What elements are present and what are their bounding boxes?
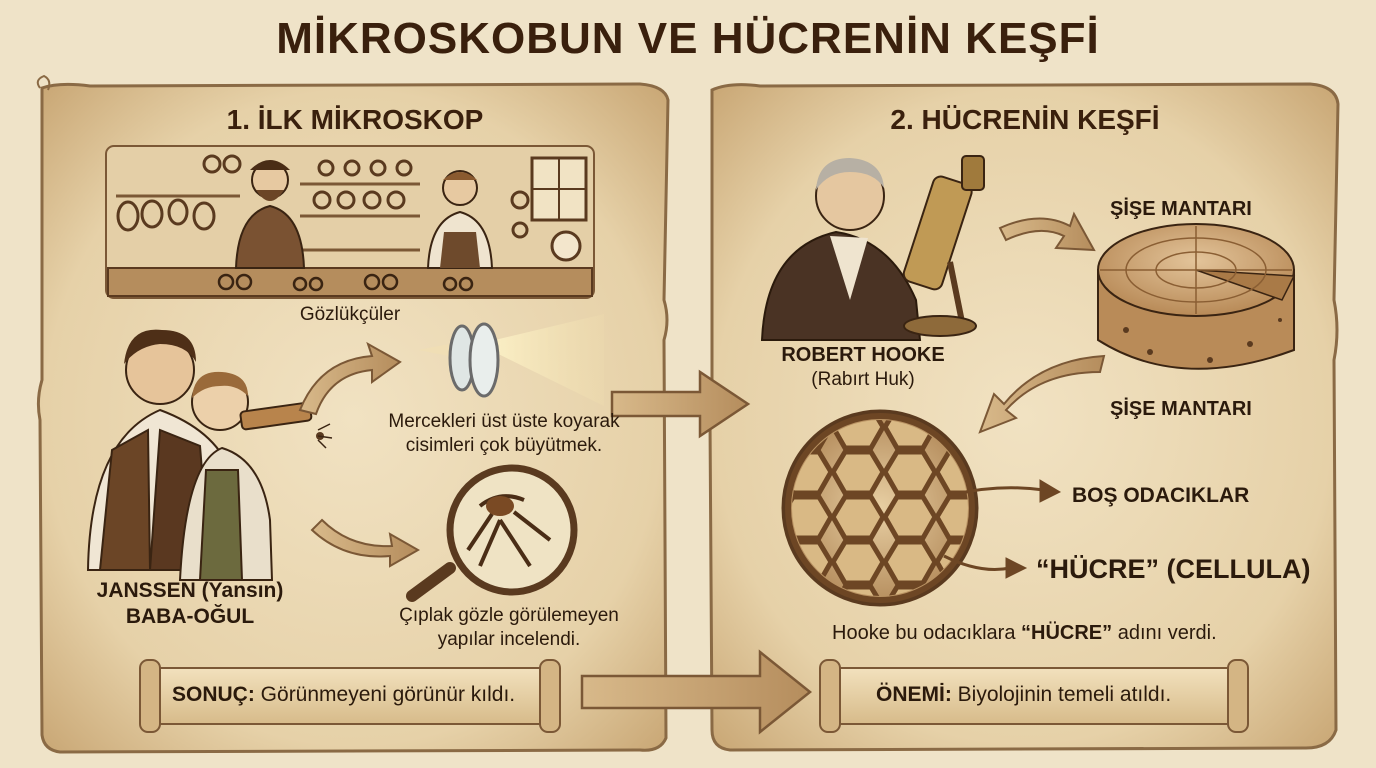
scroll-icon: [139, 659, 1249, 733]
naming-sentence: Hooke bu odacıklara “HÜCRE” adını verdi.: [832, 622, 1217, 645]
cork-label-top: ŞİŞE MANTARI: [1110, 198, 1252, 220]
lens-icon: [418, 314, 604, 406]
magnify-caption: Çıplak gözle görülemeyen yapılar incelen…: [378, 604, 640, 652]
panel-right-heading: 2. HÜCRENİN KEŞFİ: [890, 104, 1160, 135]
magnify-caption-line-2: yapılar incelendi.: [437, 629, 581, 650]
janssen-illustration: [86, 329, 333, 581]
cell-term-label: “HÜCRE” (CELLULA): [1036, 554, 1311, 584]
hooke-illustration: [760, 158, 922, 341]
lens-caption-line-1: Mercekleri üst üste koyarak: [388, 411, 620, 432]
importance-label: ÖNEMİ:: [876, 683, 952, 706]
empty-rooms-label: BOŞ ODACIKLAR: [1072, 484, 1250, 507]
spectacle-shop-illustration: [105, 145, 595, 299]
page-title: MİKROSKOBUN VE HÜCRENİN KEŞFİ: [276, 14, 1100, 63]
arrow-icon: [943, 479, 1062, 579]
result-label: SONUÇ:: [172, 683, 255, 706]
result-body: Görünmeyeni görünür kıldı.: [254, 683, 516, 706]
lens-caption: Mercekleri üst üste koyarak cisimleri ço…: [368, 410, 640, 458]
importance-text: ÖNEMİ: Biyolojinin temeli atıldı.: [876, 683, 1171, 707]
arrow-icon: [298, 341, 421, 568]
janssen-label: JANSSEN (Yansın) BABA-OĞUL: [70, 578, 310, 630]
magnifier-icon: [406, 464, 578, 602]
hooke-name: ROBERT HOOKE: [781, 344, 945, 366]
cork-icon: [1097, 223, 1296, 370]
naming-bold: “HÜCRE”: [1021, 622, 1113, 644]
cork-label-bottom: ŞİŞE MANTARI: [1110, 398, 1252, 420]
shop-caption: Gözlükçüler: [299, 304, 401, 325]
importance-body: Biyolojinin temeli atıldı.: [951, 683, 1172, 706]
hooke-pronunciation: (Rabırt Huk): [811, 369, 915, 390]
magnify-caption-line-1: Çıplak gözle görülemeyen: [399, 605, 619, 626]
lens-caption-line-2: cisimleri çok büyütmek.: [405, 435, 603, 456]
arrow-icon: [580, 369, 813, 735]
microscope-icon: [902, 155, 985, 337]
janssen-name: JANSSEN (Yansın): [96, 579, 284, 602]
panel-left-heading: 1. İLK MİKROSKOP: [226, 104, 484, 135]
hooke-label: ROBERT HOOKE (Rabırt Huk): [748, 344, 978, 391]
result-text: SONUÇ: Görünmeyeni görünür kıldı.: [172, 683, 515, 707]
janssen-relation: BABA-OĞUL: [125, 605, 255, 628]
naming-post: adını verdi.: [1112, 622, 1217, 644]
cell-honeycomb-icon: [781, 409, 979, 607]
naming-pre: Hooke bu odacıklara: [832, 622, 1022, 644]
arrow-icon: [978, 211, 1106, 434]
